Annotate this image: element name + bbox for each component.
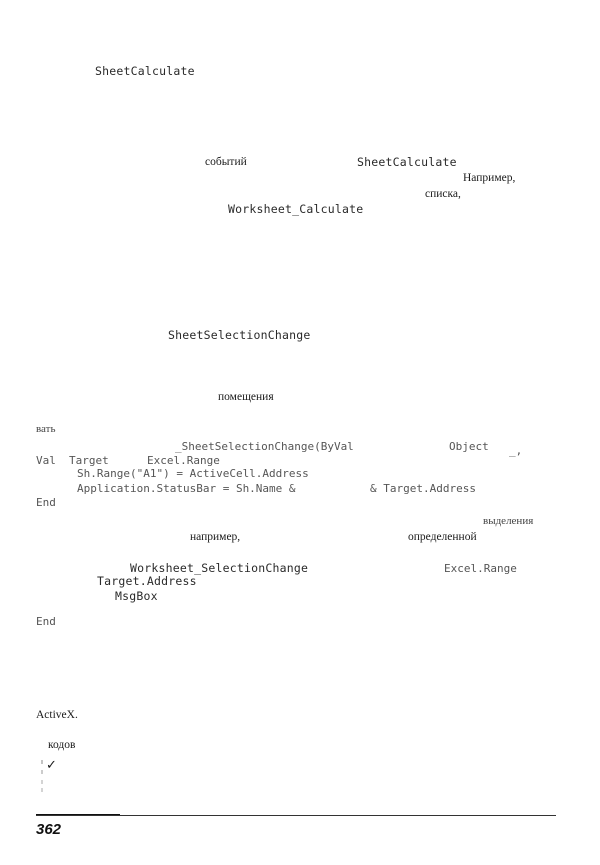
text-selection: выделения [483,515,534,527]
code-term-sheetcalculate: SheetCalculate [95,64,195,78]
code-line-7: Target.Address [97,574,197,588]
code-line-1-object: Object [449,440,489,453]
code-line-2-target: Target [69,454,109,467]
text-list: списка, [425,188,461,200]
code-line-3: Sh.Range("A1") = ActiveCell.Address [77,467,309,480]
page-number: 362 [36,821,62,838]
code-line-2-val: Val [36,454,56,467]
code-line-6-signature: Worksheet_SelectionChange [130,561,309,575]
code-term-sheetselectionchange: SheetSelectionChange [168,328,311,342]
check-icon: ✓ [46,757,57,772]
text-for-example: Например, [463,172,516,184]
text-for-example-2: например, [190,531,241,543]
text-codes: кодов [48,739,76,751]
code-line-4-target: & Target.Address [370,482,476,495]
code-term-sheetcalculate-2: SheetCalculate [357,155,457,169]
code-line-5-end: End [36,496,56,509]
text-certain: определенной [408,531,477,543]
text-fragment-vat: вать [36,423,56,435]
code-line-1-continuation: _, [509,444,523,457]
code-line-4-statusbar: Application.StatusBar = Sh.Name & [77,482,296,495]
footer-rule [36,815,556,816]
text-placement: помещения [218,391,274,403]
code-line-8-msgbox: MsgBox [115,589,158,603]
code-line-6-range: Excel.Range [444,562,517,575]
code-line-2-range: Excel.Range [147,454,220,467]
code-line-1-signature: _SheetSelectionChange(ByVal [175,440,354,453]
text-events: событий [205,156,247,168]
text-activex: ActiveX. [36,709,78,721]
code-term-worksheet-calculate: Worksheet_Calculate [228,202,364,216]
code-line-9-end: End [36,615,56,628]
faint-margin-marks [41,760,43,792]
